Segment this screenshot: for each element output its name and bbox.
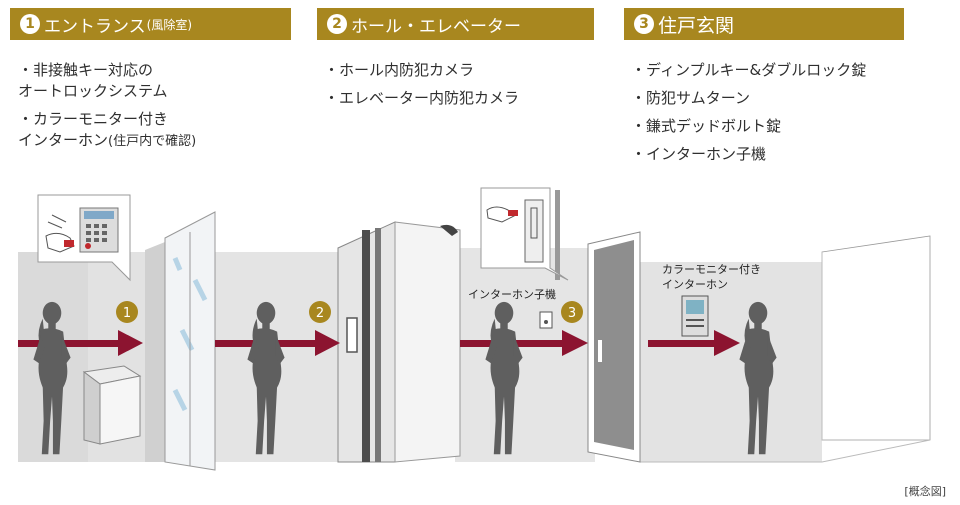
stage1-feature: ・カラーモニター付き インターホン(住戸内で確認) — [18, 109, 196, 152]
stage3-feature: ・ディンプルキー&ダブルロック錠 — [631, 61, 867, 79]
stage2-title: ホール・エレベーター — [351, 16, 521, 37]
stage3-header: 3 住戸玄関 — [624, 8, 904, 40]
intercom-button — [544, 320, 548, 324]
stage3-feature: ・防犯サムターン — [631, 89, 750, 107]
key-tag-icon — [64, 240, 74, 247]
flow-arrow-head — [714, 330, 740, 356]
stage2-features: ・ホール内防犯カメラ ・エレベーター内防犯カメラ — [324, 60, 519, 116]
stage3-features: ・ディンプルキー&ダブルロック錠 ・防犯サムターン ・鎌式デッドボルト錠 ・イン… — [631, 60, 866, 172]
feature-line: オートロックシステム — [18, 82, 168, 100]
glass-reflection — [172, 257, 208, 412]
monitor-label-line2: インターホン — [662, 278, 728, 291]
key-reader-icon — [85, 243, 91, 249]
keypad-screen — [84, 211, 114, 219]
monitor-screen — [686, 300, 704, 314]
stage3-feature: ・鎌式デッドボルト錠 — [631, 117, 782, 135]
stage3-marker — [561, 301, 583, 323]
stage2-feature: ・ホール内防犯カメラ — [324, 61, 475, 79]
lock-plate-icon — [524, 199, 544, 263]
flow-arrow-shaft — [648, 340, 716, 347]
stage2-marker — [309, 301, 331, 323]
feature-subnote: (住戸内で確認) — [108, 134, 197, 149]
hand-key-icon — [486, 206, 515, 223]
stage1-features: ・非接触キー対応の オートロックシステム ・カラーモニター付き インターホン(住… — [18, 60, 196, 159]
stage3-number: 3 — [634, 14, 654, 34]
flow-arrow-shaft — [18, 340, 118, 347]
wall-panel — [640, 262, 822, 462]
stage2-header: 2 ホール・エレベーター — [317, 8, 594, 40]
motion-lines — [47, 214, 67, 229]
elevator-front — [394, 221, 461, 463]
kiosk-front — [99, 375, 141, 445]
stage1-marker-label: 1 — [123, 306, 131, 321]
keypad-buttons — [86, 224, 107, 242]
monitor-label-line1: カラーモニター付き — [662, 263, 761, 276]
stage1-header: 1 エントランス (風除室) — [10, 8, 291, 40]
stage1-number: 1 — [20, 14, 40, 34]
stage2-number: 2 — [327, 14, 347, 34]
feature-line-wrap: インターホン(住戸内で確認) — [18, 130, 196, 152]
stage1-note: (風除室) — [146, 17, 193, 32]
feature-line: ・カラーモニター付き — [18, 110, 169, 128]
stage1-marker — [116, 301, 138, 323]
stage1-title: エントランス — [44, 16, 146, 37]
monitor-buttons — [686, 319, 704, 327]
dwelling-door — [594, 240, 634, 450]
security-camera-icon — [440, 224, 458, 236]
feature-line: ・非接触キー対応の — [18, 61, 154, 79]
stage2-feature: ・エレベーター内防犯カメラ — [324, 89, 520, 107]
dimple-key-icon — [508, 210, 518, 216]
stage2-marker-label: 2 — [316, 306, 324, 321]
hand-icon — [45, 232, 75, 253]
concept-note: [概念図] — [904, 485, 946, 498]
feature-line: インターホン — [18, 131, 109, 149]
kiosk-side — [83, 371, 101, 445]
entrance-frame — [145, 242, 165, 462]
door-frame-top — [555, 190, 560, 280]
flow-arrow-head — [562, 330, 588, 356]
wall-panel — [455, 248, 595, 462]
door-handle — [598, 340, 602, 362]
stage1-feature: ・非接触キー対応の オートロックシステム — [18, 60, 196, 102]
elevator-call-panel — [346, 317, 358, 353]
lock-bolt-icon — [530, 207, 538, 239]
stage3-marker-label: 3 — [568, 306, 576, 321]
room-back-wall — [821, 235, 931, 441]
stage3-title: 住戸玄関 — [658, 14, 735, 37]
flow-arrow-head — [315, 330, 340, 356]
intercom-unit-label: インターホン子機 — [468, 287, 556, 301]
elevator-door-dark — [362, 230, 370, 462]
stage3-feature: ・インターホン子機 — [631, 145, 767, 163]
flow-arrow-head — [118, 330, 143, 356]
room-floor-line — [640, 439, 931, 463]
elevator-door — [375, 228, 381, 462]
